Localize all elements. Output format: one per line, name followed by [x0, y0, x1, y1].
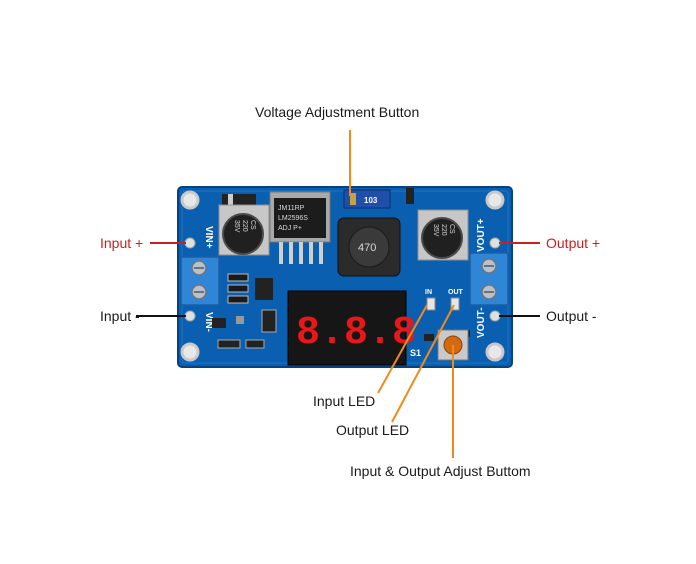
silk-in: IN — [425, 289, 432, 296]
svg-text:103: 103 — [364, 196, 378, 205]
label-voltage-adjustment: Voltage Adjustment Button — [255, 104, 419, 120]
svg-text:220: 220 — [241, 220, 248, 232]
svg-text:220: 220 — [440, 224, 447, 236]
vin-plus-pad — [184, 237, 196, 249]
silk-vout-plus: VOUT+ — [476, 218, 487, 252]
svg-text:ADJ P+: ADJ P+ — [278, 225, 302, 232]
display-digits: 8.8.8 — [296, 311, 416, 356]
label-input-plus: Input + — [100, 235, 143, 251]
label-input-minus: Input - — [100, 308, 140, 324]
regulator-chip: JM11RP LM2596S ADJ P+ — [269, 191, 331, 264]
silk-vin-minus: VIN- — [203, 312, 214, 332]
label-output-led: Output LED — [336, 422, 409, 438]
label-output-minus: Output - — [546, 308, 597, 324]
input-led-line — [377, 304, 428, 394]
label-io-adjust: Input & Output Adjust Buttom — [350, 463, 531, 479]
label-input-led: Input LED — [313, 393, 375, 409]
smd-components — [212, 188, 470, 349]
silk-s1: S1 — [410, 348, 421, 358]
seven-segment-display: 8.8.8 — [287, 290, 416, 366]
label-output-plus: Output + — [546, 235, 600, 251]
output-terminal-block — [469, 252, 509, 306]
svg-text:LM2596S: LM2596S — [278, 215, 308, 222]
inductor: 470 — [337, 217, 401, 277]
output-capacitor: CS 220 35V — [417, 209, 469, 261]
output-led — [450, 297, 460, 311]
svg-text:JM11RP: JM11RP — [278, 205, 305, 212]
svg-text:CS: CS — [448, 224, 455, 234]
silk-out: OUT — [448, 289, 464, 296]
mounting-holes — [180, 190, 505, 362]
voltage-potentiometer[interactable]: 103 — [343, 189, 391, 209]
diode — [222, 194, 256, 206]
vin-minus-pad — [184, 310, 196, 322]
svg-text:35V: 35V — [432, 224, 439, 237]
output-led-line — [391, 304, 455, 423]
svg-text:470: 470 — [358, 242, 376, 254]
input-capacitor: CS 220 35V — [218, 204, 270, 256]
input-terminal-block — [180, 256, 220, 306]
orange-callouts — [349, 130, 455, 458]
input-led — [426, 297, 436, 311]
vout-minus-pad — [489, 310, 501, 322]
silk-vout-minus: VOUT- — [476, 307, 487, 338]
silk-vin-plus: VIN+ — [203, 226, 214, 249]
vout-plus-pad — [489, 237, 501, 249]
svg-text:CS: CS — [249, 220, 256, 230]
svg-text:35V: 35V — [233, 220, 240, 233]
pcb-board: VIN+ VIN- VOUT+ VOUT- CS 220 35V JM11RP … — [177, 186, 513, 368]
